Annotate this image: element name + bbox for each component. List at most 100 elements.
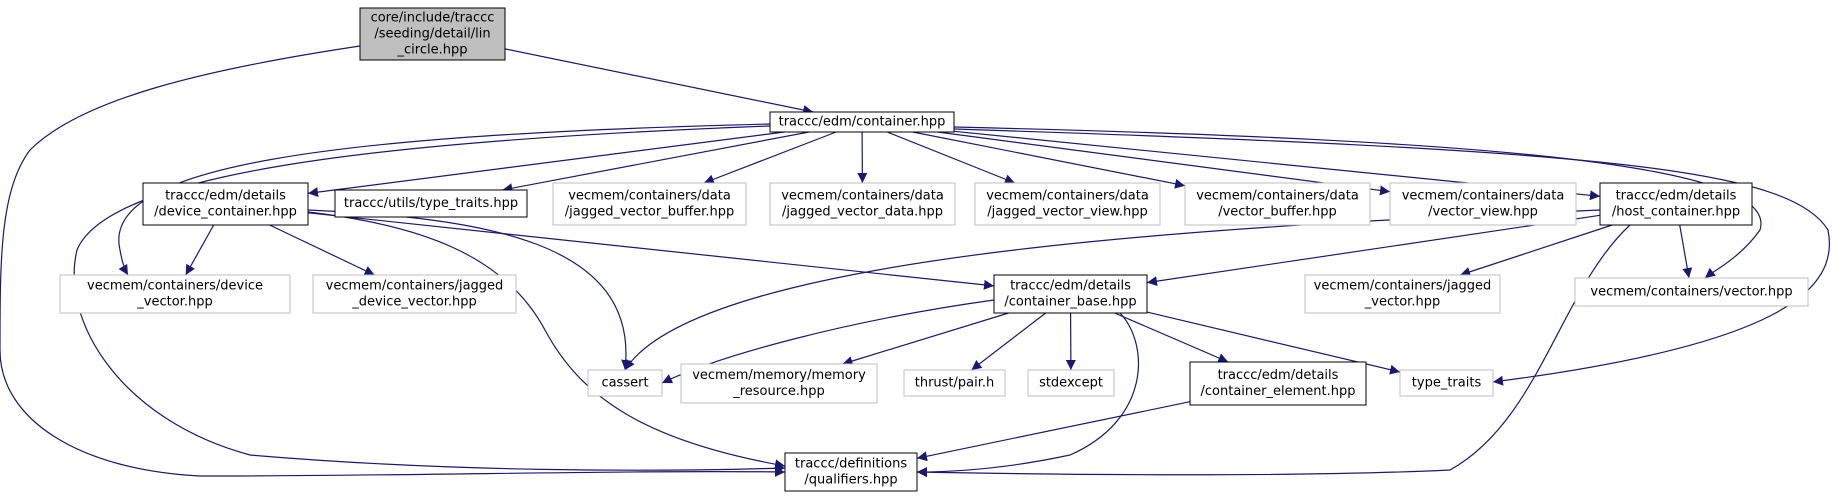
edge-container-to-type-traits — [953, 128, 1830, 386]
node-label-line: _vector.hpp — [136, 295, 212, 310]
edge-container-to-type-traits-hpp — [502, 131, 810, 194]
edge-lin-circle-to-qualifiers — [0, 45, 786, 477]
edge-container-to-qualifiers — [73, 125, 786, 474]
node-label-line: cassert — [601, 376, 648, 391]
node-label-line: traccc/edm/details — [165, 189, 286, 204]
edge-container-element-to-qualifiers — [916, 401, 1191, 462]
node-host-container[interactable]: traccc/edm/details/host_container.hpp — [1599, 182, 1753, 226]
edge-container-to-v-buffer — [912, 131, 1186, 189]
edge-container-to-jv-buffer — [703, 131, 837, 185]
node-box — [359, 7, 506, 61]
node-label-line: /vector_buffer.hpp — [1218, 205, 1337, 220]
node-box — [142, 182, 309, 226]
node-memory-resource[interactable]: vecmem/memory/memory_resource.hpp — [680, 363, 878, 404]
edge-host-container-to-vector-hpp — [1679, 224, 1693, 279]
node-jv-data[interactable]: vecmem/containers/data/jagged_vector_dat… — [769, 182, 956, 226]
edge-container-base-to-container-element — [1114, 312, 1229, 363]
node-box — [312, 274, 517, 314]
edge-device-container-to-device-vector — [185, 224, 215, 276]
node-label-line: /device_container.hpp — [154, 205, 297, 220]
node-box — [334, 189, 528, 218]
node-box — [587, 369, 663, 397]
node-box — [1184, 182, 1371, 226]
edge-container-to-vector-hpp — [953, 126, 1762, 279]
edge-container-base-to-memory-resource — [842, 312, 1009, 366]
node-label-line: /host_container.hpp — [1612, 205, 1740, 220]
edge-lin-circle-to-container — [504, 48, 814, 115]
nodes-layer: core/include/traccc/seeding/detail/lin_c… — [59, 7, 1809, 492]
node-jagged-device-vector[interactable]: vecmem/containers/jagged_device_vector.h… — [312, 274, 517, 314]
edge-container-base-to-thrust-pair — [971, 312, 1047, 371]
edge-container-to-device-container — [307, 131, 785, 198]
node-box — [1574, 277, 1809, 307]
node-box — [552, 182, 747, 226]
node-label-line: stdexcept — [1039, 376, 1103, 391]
node-qualifiers[interactable]: traccc/definitions/qualifiers.hpp — [784, 452, 918, 492]
node-box — [769, 111, 955, 133]
node-box — [974, 182, 1161, 226]
node-label-line: vecmem/containers/device — [87, 279, 263, 294]
node-container-element[interactable]: traccc/edm/details/container_element.hpp — [1189, 361, 1367, 406]
node-label-line: vecmem/containers/data — [568, 189, 731, 204]
node-lin-circle[interactable]: core/include/traccc/seeding/detail/lin_c… — [359, 7, 506, 61]
node-type-traits[interactable]: type_traits — [1399, 369, 1494, 397]
node-label-line: /jagged_vector_view.hpp — [987, 205, 1148, 220]
node-label-line: _vector.hpp — [1364, 295, 1440, 310]
node-vector-hpp[interactable]: vecmem/containers/vector.hpp — [1574, 277, 1809, 307]
node-cassert[interactable]: cassert — [587, 369, 663, 397]
node-label-line: vecmem/containers/data — [986, 189, 1149, 204]
node-type-traits-hpp[interactable]: traccc/utils/type_traits.hpp — [334, 189, 528, 218]
node-thrust-pair[interactable]: thrust/pair.h — [903, 369, 1006, 397]
node-label-line: traccc/edm/details — [1010, 279, 1131, 294]
node-v-buffer[interactable]: vecmem/containers/data/vector_buffer.hpp — [1184, 182, 1371, 226]
node-jv-view[interactable]: vecmem/containers/data/jagged_vector_vie… — [974, 182, 1161, 226]
node-box — [1389, 182, 1577, 226]
node-device-vector[interactable]: vecmem/containers/device_vector.hpp — [59, 274, 291, 314]
node-label-line: /seeding/detail/lin — [374, 27, 490, 42]
node-label-line: /container_element.hpp — [1201, 384, 1356, 399]
node-box — [1599, 182, 1753, 226]
node-stdexcept[interactable]: stdexcept — [1027, 369, 1115, 397]
node-box — [1189, 361, 1367, 406]
node-label-line: /jagged_vector_buffer.hpp — [565, 205, 734, 220]
node-label-line: _circle.hpp — [397, 43, 468, 58]
node-box — [59, 274, 291, 314]
node-v-view[interactable]: vecmem/containers/data/vector_view.hpp — [1389, 182, 1577, 226]
node-label-line: _resource.hpp — [732, 384, 825, 399]
node-jv-buffer[interactable]: vecmem/containers/data/jagged_vector_buf… — [552, 182, 747, 226]
node-box — [1304, 274, 1501, 314]
node-label-line: traccc/definitions — [795, 457, 907, 472]
node-box — [993, 274, 1148, 314]
node-container[interactable]: traccc/edm/container.hpp — [769, 111, 955, 133]
node-box — [1027, 369, 1115, 397]
node-label-line: vecmem/containers/vector.hpp — [1590, 285, 1792, 300]
node-label-line: traccc/edm/container.hpp — [779, 115, 946, 130]
edge-host-container-to-qualifiers — [916, 224, 1631, 478]
node-container-base[interactable]: traccc/edm/details/container_base.hpp — [993, 274, 1148, 314]
node-label-line: traccc/utils/type_traits.hpp — [344, 196, 518, 211]
node-label-line: vecmem/memory/memory — [692, 368, 866, 383]
edge-container-to-v-view — [937, 131, 1391, 196]
node-label-line: traccc/edm/details — [1616, 189, 1737, 204]
edges-layer — [0, 45, 1830, 478]
edge-container-to-jv-view — [886, 131, 1016, 184]
node-box — [784, 452, 918, 492]
node-jagged-vector[interactable]: vecmem/containers/jagged_vector.hpp — [1304, 274, 1501, 314]
node-box — [680, 363, 878, 404]
node-label-line: core/include/traccc — [371, 11, 495, 26]
edge-device-container-to-jagged-device-vector — [269, 224, 375, 276]
node-label-line: /container_base.hpp — [1004, 295, 1136, 310]
node-label-line: vecmem/containers/data — [781, 189, 944, 204]
edge-device-container-to-container-base — [307, 212, 995, 290]
edge-host-container-to-container-base — [1146, 214, 1601, 287]
node-label-line: vecmem/containers/data — [1196, 189, 1359, 204]
node-device-container[interactable]: traccc/edm/details/device_container.hpp — [142, 182, 309, 226]
node-label-line: thrust/pair.h — [915, 376, 995, 391]
node-label-line: vecmem/containers/jagged — [326, 279, 504, 294]
edge-container-base-to-qualifiers — [916, 312, 1139, 477]
node-label-line: /qualifiers.hpp — [804, 473, 897, 488]
node-label-line: vecmem/containers/jagged — [1314, 279, 1492, 294]
node-label-line: _device_vector.hpp — [351, 295, 477, 310]
node-label-line: type_traits — [1412, 376, 1482, 391]
